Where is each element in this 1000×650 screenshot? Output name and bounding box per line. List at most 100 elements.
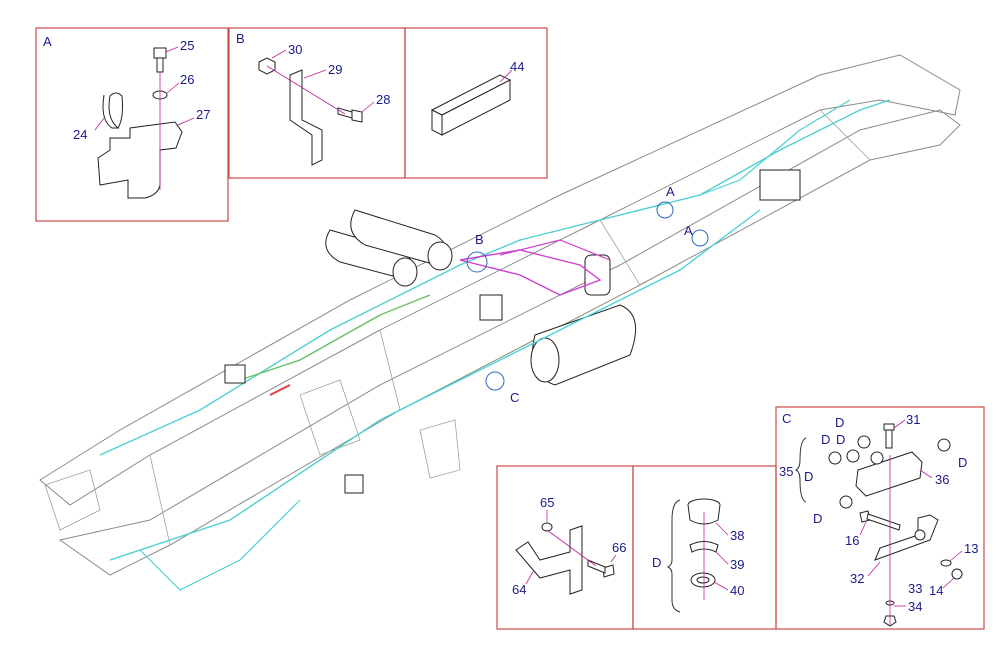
fitting-d3 [846,449,860,463]
bolt-31-head [883,423,895,431]
label-32: 32 [850,571,864,586]
clamp-24 [102,92,123,129]
panel-a-border [35,27,229,222]
callout-c: C [510,390,519,405]
air-tanks [325,209,637,386]
leader-14 [942,577,955,589]
leader-38 [715,522,729,536]
leader-40 [713,581,729,591]
label-26: 26 [180,72,194,87]
callout-a2-circle [691,229,709,247]
spring-hanger [419,419,461,479]
label-25: 25 [180,38,194,53]
manifold-36 [855,451,923,497]
chassis-view: A A B C [39,54,961,591]
panel-44-border [404,27,548,179]
crossmember-end [819,109,871,161]
label-28: 28 [376,92,390,107]
label-d2: D [821,432,830,447]
nut-40 [690,572,716,588]
crossmember-front [149,454,171,546]
leader-31 [893,419,906,429]
leader-64 [525,569,535,585]
leader-13 [949,550,963,562]
bolt-28-head [351,109,363,123]
label-d6: D [813,511,822,526]
crossmember-mid [379,329,401,411]
leader-25 [165,46,179,53]
leader-32 [867,561,881,577]
callout-b: B [475,232,484,247]
panel-64-axis [546,529,597,567]
detail-panel-a: A 25 26 24 27 [35,27,229,222]
label-35: 35 [779,464,793,479]
label-34: 34 [908,599,922,614]
magenta-line-branch [499,239,611,261]
panel-b-axis [266,65,346,115]
leader-24 [94,117,105,131]
label-24: 24 [73,127,87,142]
brace-35 [794,437,807,503]
label-29: 29 [328,62,342,77]
relay-valve [479,294,503,321]
fuel-tank-end [530,337,560,383]
panel-a-letter: A [43,34,52,49]
label-d4: D [804,469,813,484]
green-line [239,294,431,381]
red-fitting [269,384,291,396]
leader-29 [303,69,327,79]
callout-c-circle [485,371,505,391]
callout-b-circle [466,251,488,273]
fitting-d4 [870,451,884,465]
cyan-line-secondary [109,209,761,561]
detail-panel-c: C 31 35 36 16 13 32 [775,406,985,630]
label-40: 40 [730,583,744,598]
label-39: 39 [730,557,744,572]
cyan-line-front [139,499,301,591]
bolt-66-head [602,564,615,578]
bolt-31-shank [885,429,893,449]
components [224,169,801,494]
label-65: 65 [540,495,554,510]
bracket-29 [289,69,323,166]
callout-a1-circle [656,201,674,219]
washer-13 [940,559,952,567]
bolt-25-head [153,47,167,59]
leader-66 [610,554,617,563]
panel-d-border [632,465,777,630]
nut-40-hole [696,576,710,584]
bolt-28-shank [337,107,353,119]
air-tank-1-end [392,257,418,287]
rear-valve-block [759,169,801,201]
callout-a2: A [684,223,693,238]
leader-44 [499,69,513,83]
label-13: 13 [964,541,978,556]
label-33: 33 [908,581,922,596]
bolt-25-shank [156,57,164,73]
bracket-32-hole [914,529,926,541]
axle-valve [344,474,364,494]
panel-b-letter: B [236,31,245,46]
right-frame-rail [58,109,961,576]
label-66: 66 [612,540,626,555]
leader-26 [166,82,180,94]
air-lines [99,99,891,591]
fitting-d6 [839,495,853,509]
detail-panel-b: B 30 29 28 [228,27,406,179]
left-frame-rail [39,54,961,506]
main-callouts: A A B C [466,184,709,405]
label-44: 44 [510,59,524,74]
air-tank-2-end [427,241,453,271]
leader-28 [361,101,375,113]
magenta-line-loop [459,249,602,296]
detail-panel-64: 65 66 64 [496,465,634,630]
channel-44-side [441,79,511,136]
label-27: 27 [196,107,210,122]
frame-rails [39,54,961,576]
nut-14 [951,568,963,580]
bracket-32 [874,514,939,561]
cyan-line-rear [699,99,851,196]
label-64: 64 [512,582,526,597]
air-dryer [584,254,611,296]
